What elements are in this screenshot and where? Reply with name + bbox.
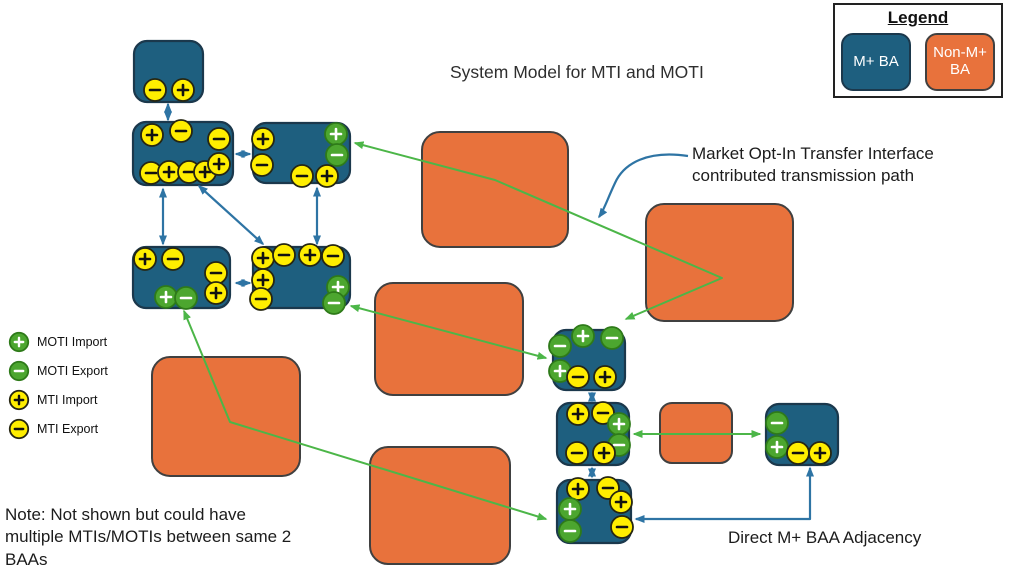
non-m-plus-baa-5 bbox=[369, 446, 511, 565]
mti-import-glyph bbox=[813, 446, 827, 460]
non-m-plus-nodes-layer bbox=[151, 131, 794, 565]
moti-import-glyph bbox=[770, 440, 784, 454]
key-item-moti-import: MOTI Import bbox=[8, 327, 108, 356]
key-item-mti-import: MTI Import bbox=[8, 385, 108, 414]
legend-swatch-m-plus-ba: M+ BA bbox=[841, 33, 911, 91]
non-m-plus-baa-4 bbox=[151, 356, 301, 477]
moti-import-icon bbox=[8, 331, 30, 352]
mti-import-glyph bbox=[256, 251, 270, 265]
mti-import-glyph bbox=[256, 273, 270, 287]
mti-export-icon bbox=[8, 418, 30, 439]
non-m-plus-baa-2 bbox=[645, 203, 794, 322]
mti-import-glyph bbox=[176, 83, 190, 97]
key-item-label: MTI Export bbox=[37, 421, 99, 436]
moti-path-arrow-3 bbox=[183, 309, 548, 521]
non-m-plus-baa-1 bbox=[421, 131, 569, 248]
key-item-label: MOTI Export bbox=[37, 363, 108, 378]
moti-import-glyph bbox=[13, 336, 25, 347]
mti-import-glyph bbox=[597, 446, 611, 460]
m-plus-nodes-layer bbox=[131, 39, 840, 545]
key-item-label: MTI Import bbox=[37, 392, 98, 407]
moti-import-glyph bbox=[612, 417, 626, 431]
key-item-mti-export: MTI Export bbox=[8, 414, 108, 443]
moti-import-glyph bbox=[576, 329, 590, 343]
adjacency-arrows-layer bbox=[159, 102, 814, 523]
mti-import-glyph bbox=[13, 394, 25, 405]
key-item-moti-export: MOTI Export bbox=[8, 356, 108, 385]
mti-import-glyph bbox=[320, 169, 334, 183]
mti-import-glyph bbox=[198, 165, 212, 179]
adjacency-arrow-4 bbox=[197, 184, 265, 246]
mti-import-glyph bbox=[162, 165, 176, 179]
moti-path-arrow-1 bbox=[353, 141, 723, 320]
mti-import-glyph bbox=[598, 370, 612, 384]
moti-callout-arrow bbox=[598, 153, 689, 219]
moti-path-label: Market Opt-In Transfer Interface contrib… bbox=[692, 144, 934, 186]
mti-import-icon bbox=[8, 389, 30, 410]
legend-swatch-non-m-plus-ba: Non-M+ BA bbox=[925, 33, 995, 91]
moti-import-glyph bbox=[331, 280, 345, 294]
mti-import-glyph bbox=[571, 482, 585, 496]
moti-import-glyph bbox=[159, 290, 173, 304]
moti-import-glyph bbox=[553, 364, 567, 378]
moti-export-icon bbox=[8, 360, 30, 381]
legend-title: Legend bbox=[887, 8, 949, 27]
moti-import-glyph bbox=[563, 502, 577, 516]
note-text: Note: Not shown but could have multiple … bbox=[5, 505, 292, 569]
mti-import-glyph bbox=[614, 495, 628, 509]
adjacency-arrow-9 bbox=[634, 466, 814, 523]
mti-import-glyph bbox=[138, 252, 152, 266]
mti-import-glyph bbox=[303, 248, 317, 262]
mti-import-glyph bbox=[256, 132, 270, 146]
moti-import-glyph bbox=[329, 127, 343, 141]
key-item-label: MOTI Import bbox=[37, 334, 108, 349]
moti-path-arrows-layer bbox=[183, 141, 762, 521]
non-m-plus-baa-3 bbox=[374, 282, 524, 396]
mti-import-glyph bbox=[212, 157, 226, 171]
mti-import-glyph bbox=[571, 407, 585, 421]
mti-import-glyph bbox=[145, 128, 159, 142]
mti-import-glyph bbox=[209, 286, 223, 300]
adjacency-label: Direct M+ BAA Adjacency bbox=[728, 528, 922, 547]
diagram-title: System Model for MTI and MOTI bbox=[450, 62, 704, 82]
